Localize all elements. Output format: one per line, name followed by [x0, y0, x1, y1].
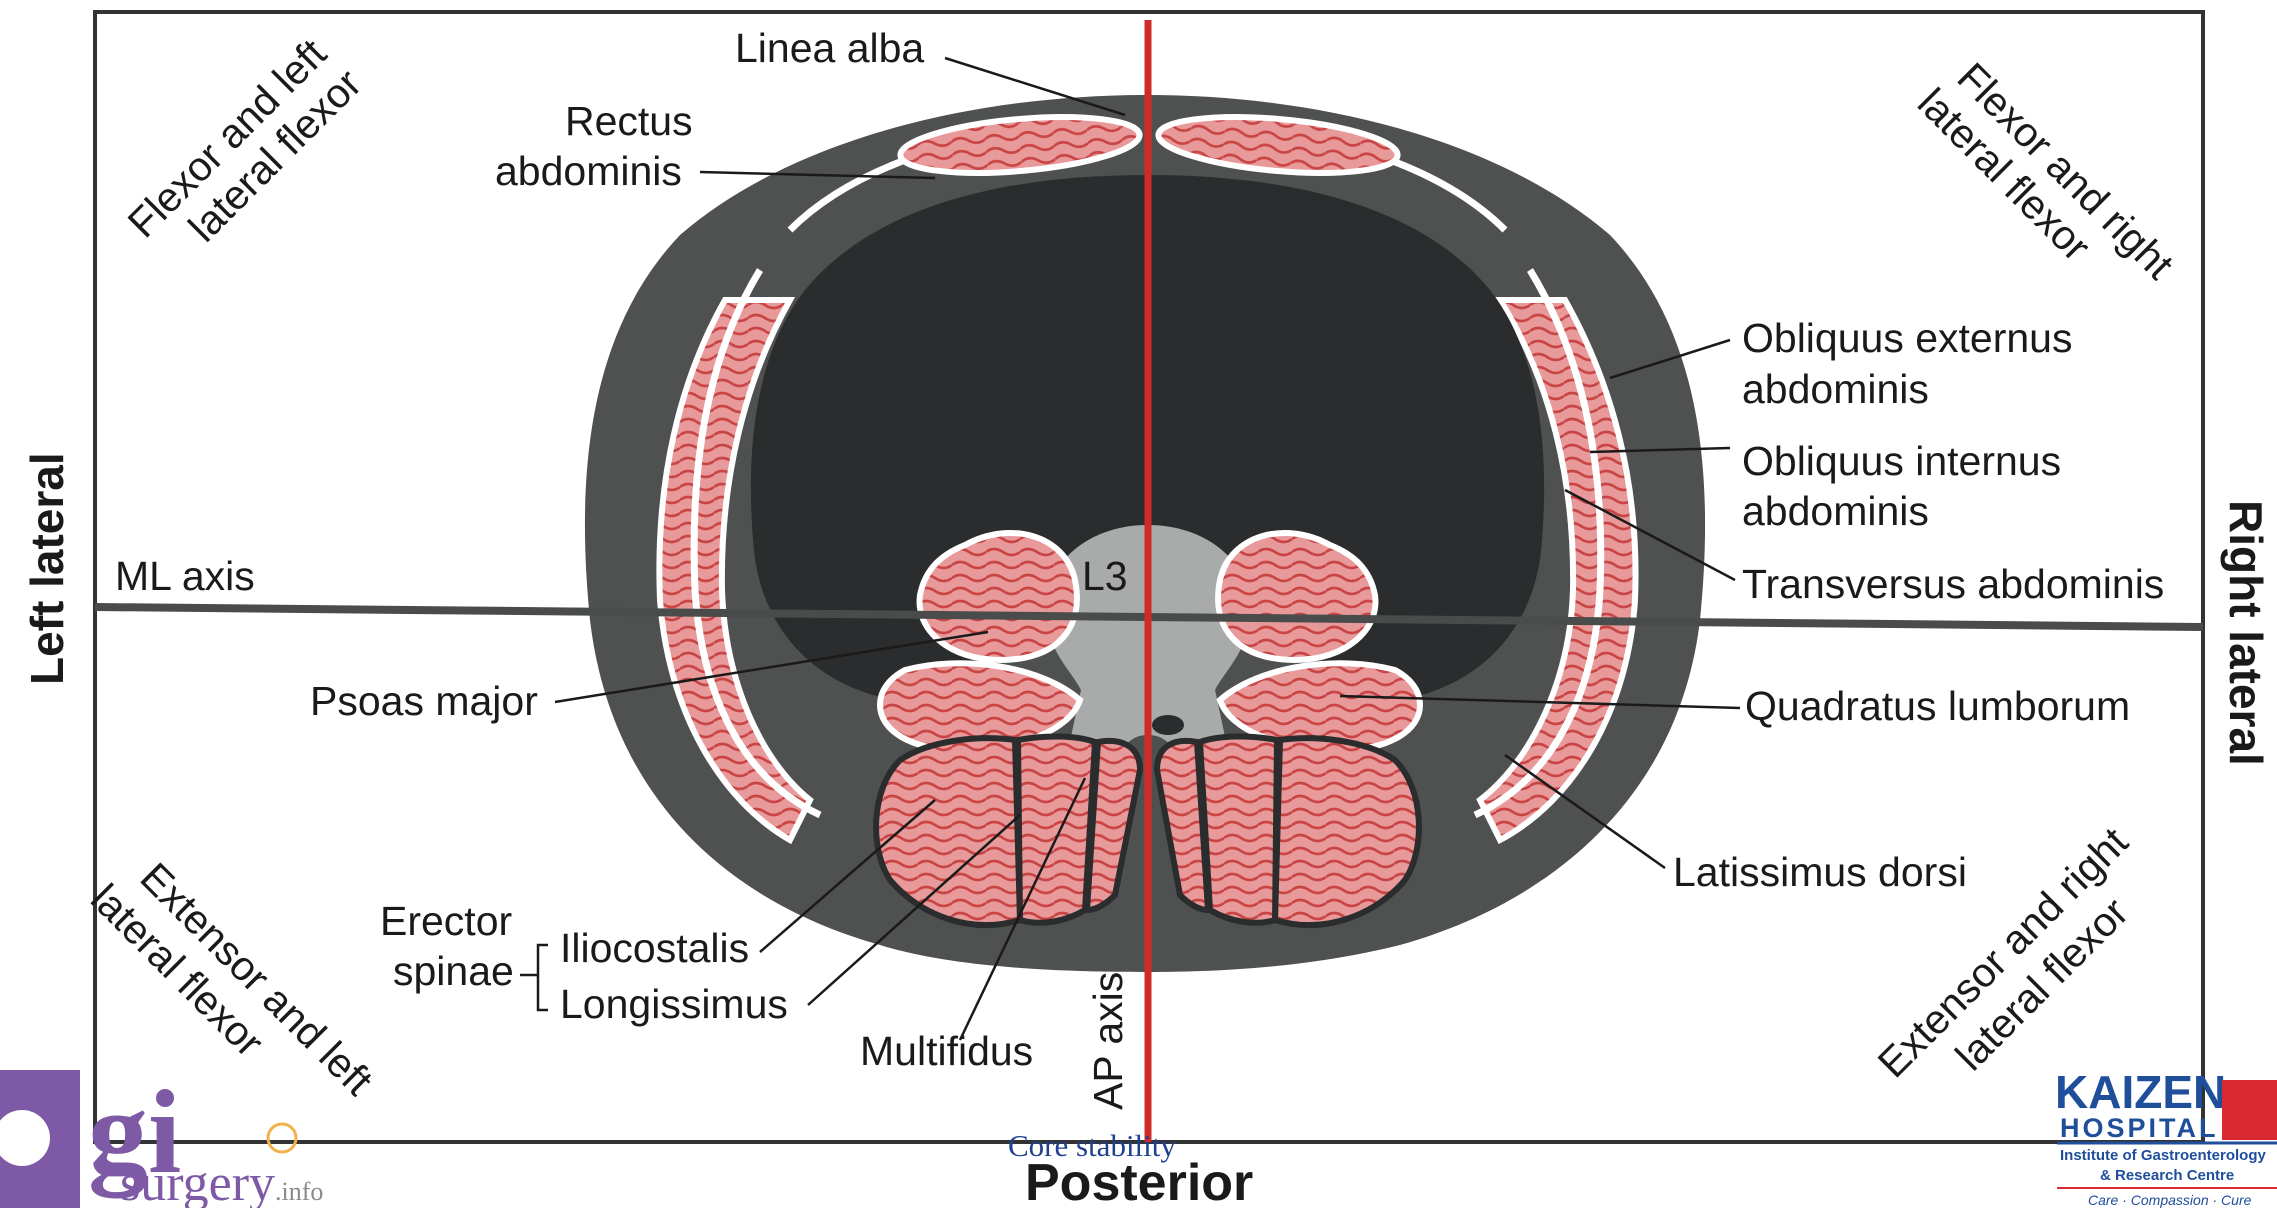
corner-top-right: Flexor and rightlateral flexor — [1909, 47, 2183, 321]
label-psoas-major: Psoas major — [310, 678, 538, 724]
left-lateral-label: Left lateral — [21, 452, 73, 685]
label-longissimus: Longissimus — [560, 981, 788, 1027]
svg-text:Institute of Gastroenterology: Institute of Gastroenterology — [2060, 1147, 2267, 1164]
right-erector-spinae — [1157, 736, 1419, 925]
right-lateral-label: Right lateral — [2220, 500, 2272, 766]
gisurgery-logo: gi surgery.info — [0, 1065, 323, 1208]
label-multifidus: Multifidus — [860, 1028, 1033, 1074]
spinal-canal — [1152, 715, 1184, 735]
label-linea-alba: Linea alba — [735, 25, 924, 71]
label-latissimus-dorsi: Latissimus dorsi — [1673, 849, 1967, 895]
svg-text:Care · Compassion · Cure: Care · Compassion · Cure — [2088, 1192, 2252, 1208]
label-iliocostalis: Iliocostalis — [560, 925, 749, 971]
svg-text:& Research Centre: & Research Centre — [2100, 1167, 2234, 1184]
svg-text:HOSPITAL: HOSPITAL — [2060, 1113, 2219, 1143]
svg-text:KAIZEN: KAIZEN — [2055, 1066, 2226, 1118]
left-erector-spinae — [876, 736, 1140, 925]
vertebra-label: L3 — [1082, 553, 1128, 599]
corner-top-left: Flexor and leftlateral flexor — [119, 28, 370, 279]
svg-text:surgery.info: surgery.info — [120, 1155, 323, 1208]
label-quadratus-lumborum: Quadratus lumborum — [1745, 683, 2130, 729]
kaizen-hospital-logo: KAIZEN HOSPITAL Institute of Gastroenter… — [2055, 1066, 2277, 1208]
ml-axis-label: ML axis — [115, 553, 255, 599]
label-transversus-abdominis: Transversus abdominis — [1742, 561, 2164, 607]
caption: Core stability — [1008, 1128, 1176, 1163]
ap-axis-label: AP axis — [1085, 972, 1131, 1110]
